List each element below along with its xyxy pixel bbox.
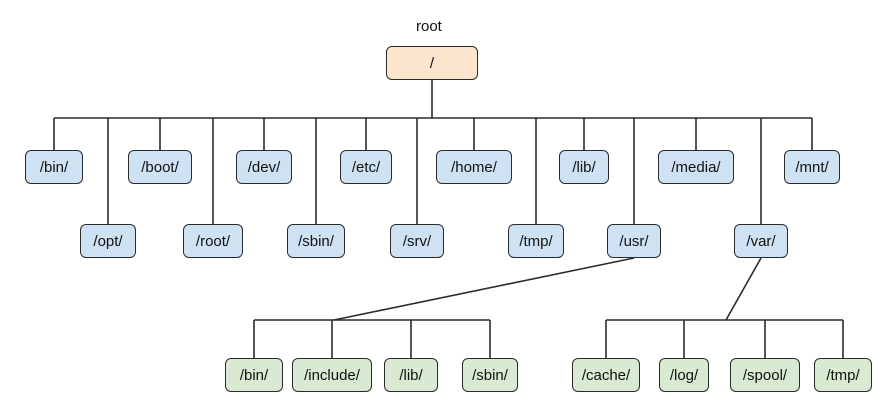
dir-opt[interactable]: /opt/ xyxy=(80,224,136,258)
usr-include[interactable]: /include/ xyxy=(292,358,372,392)
dir-boot[interactable]: /boot/ xyxy=(128,150,192,184)
dir-etc[interactable]: /etc/ xyxy=(340,150,392,184)
usr-bin[interactable]: /bin/ xyxy=(225,358,283,392)
dir-usr[interactable]: /usr/ xyxy=(607,224,661,258)
dir-root[interactable]: /root/ xyxy=(183,224,243,258)
dir-mnt[interactable]: /mnt/ xyxy=(784,150,840,184)
dir-var[interactable]: /var/ xyxy=(734,224,788,258)
dir-lib[interactable]: /lib/ xyxy=(559,150,609,184)
usr-lib[interactable]: /lib/ xyxy=(384,358,438,392)
dir-home[interactable]: /home/ xyxy=(436,150,512,184)
dir-media[interactable]: /media/ xyxy=(658,150,734,184)
var-tmp[interactable]: /tmp/ xyxy=(814,358,872,392)
dir-sbin[interactable]: /sbin/ xyxy=(287,224,345,258)
dir-tmp[interactable]: /tmp/ xyxy=(508,224,564,258)
dir-dev[interactable]: /dev/ xyxy=(236,150,292,184)
usr-sbin[interactable]: /sbin/ xyxy=(462,358,518,392)
root-node[interactable]: / xyxy=(386,46,478,80)
var-log[interactable]: /log/ xyxy=(659,358,709,392)
var-spool[interactable]: /spool/ xyxy=(730,358,800,392)
dir-bin[interactable]: /bin/ xyxy=(25,150,83,184)
root-caption: root xyxy=(416,18,442,35)
var-cache[interactable]: /cache/ xyxy=(572,358,640,392)
dir-srv[interactable]: /srv/ xyxy=(390,224,444,258)
